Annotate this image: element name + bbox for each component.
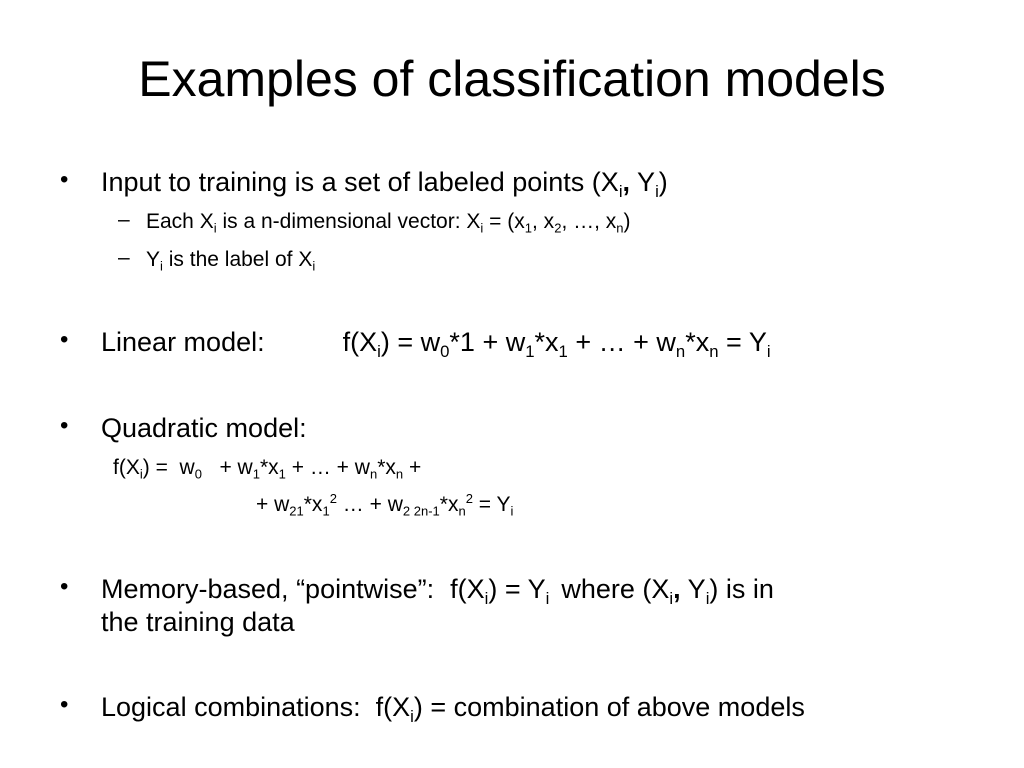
subbullet-vector: Each Xi is a n-dimensional vector: Xi = … [146,210,631,236]
bullet-logical-combinations: Logical combinations: f(Xi) = combinatio… [101,692,805,726]
bullet-quadratic-model: Quadratic model: [101,413,307,443]
bullet-icon: • [60,412,69,439]
bullet-icon: • [60,166,69,193]
slide-title: Examples of classification models [138,51,886,107]
quadratic-formula-line2: + w21*x12 … + w2 2n-1*xn2 = Yi [256,491,514,519]
bullet-icon: • [60,573,69,600]
dash-icon: – [118,246,130,269]
bullet-memory-based-continued: the training data [101,607,295,637]
bullet-training-input: Input to training is a set of labeled po… [101,167,668,201]
bullet-linear-model: Linear model:f(Xi) = w0*1 + w1*x1 + … + … [101,327,771,361]
bullet-icon: • [60,691,69,718]
bullet-icon: • [60,326,69,353]
dash-icon: – [118,208,130,231]
subbullet-label: Yi is the label of Xi [146,248,316,274]
quadratic-formula-line1: f(Xi) = w0 + w1*x1 + … + wn*xn + [113,456,422,482]
